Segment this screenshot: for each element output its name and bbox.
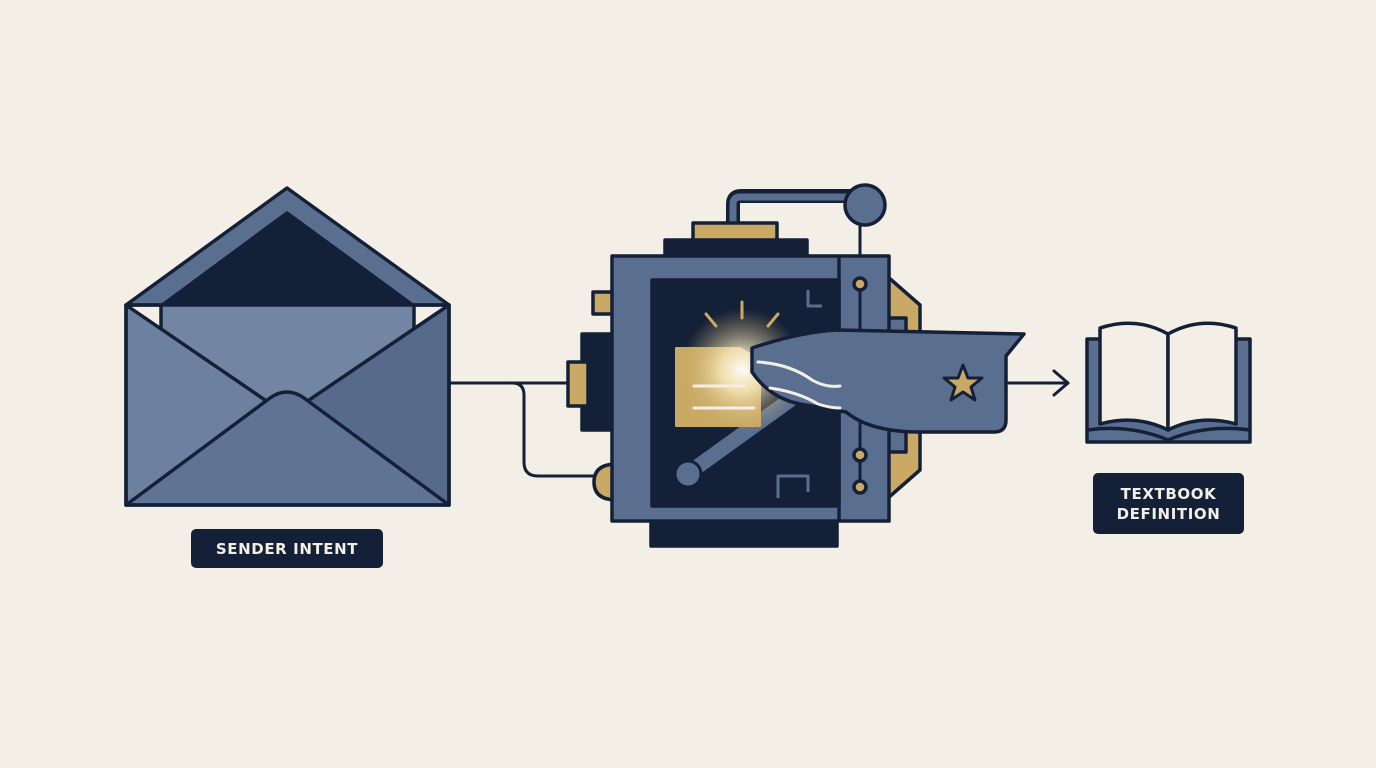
decoder-machine-icon <box>566 183 1026 548</box>
textbook-text-line2: DEFINITION <box>1116 504 1221 523</box>
textbook-text-line1: TEXTBOOK <box>1120 484 1217 503</box>
connector-wire <box>448 381 600 478</box>
output-arrow <box>1006 369 1070 397</box>
textbook-definition-label: TEXTBOOK DEFINITION <box>1093 473 1244 534</box>
open-book-icon <box>1085 321 1252 444</box>
sender-intent-label: SENDER INTENT <box>191 529 383 568</box>
envelope-icon <box>124 186 451 507</box>
star-icon <box>942 363 984 402</box>
sender-intent-text: SENDER INTENT <box>215 539 359 558</box>
